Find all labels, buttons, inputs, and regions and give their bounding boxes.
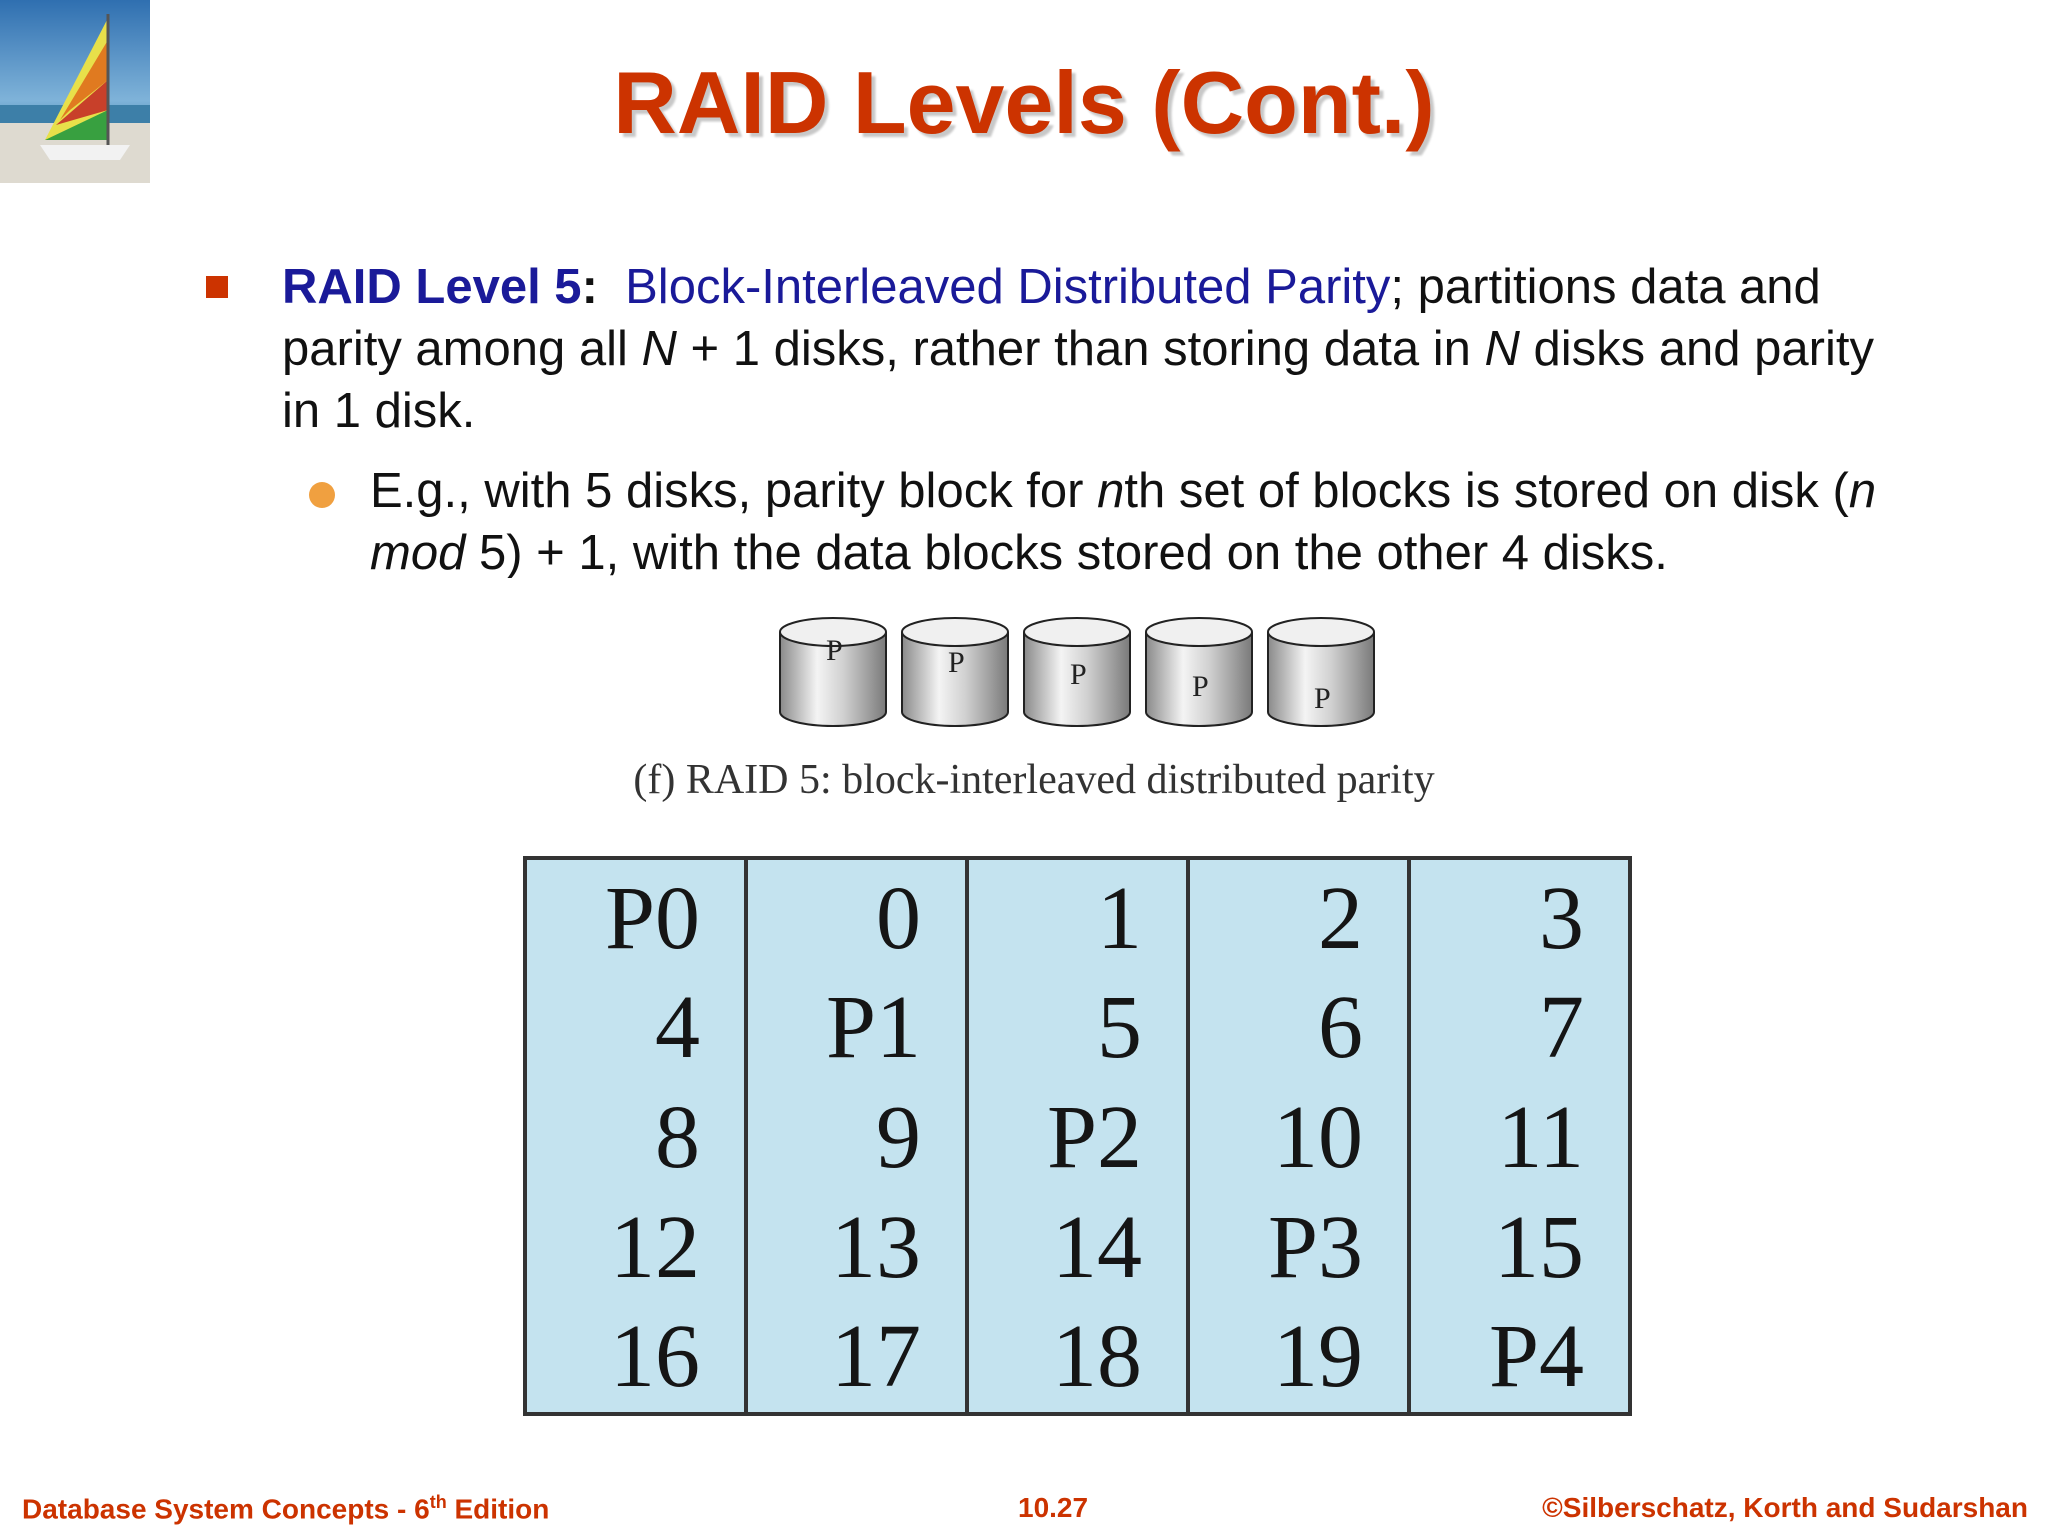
disk-parity-label: P xyxy=(1070,658,1087,691)
raid5-disk-diagram: P P P P P xyxy=(779,617,1375,727)
table-cell: 10 xyxy=(1186,1083,1411,1193)
sub-text-1: E.g., with 5 disks, parity block for xyxy=(370,464,1098,518)
table-cell: 14 xyxy=(965,1192,1190,1303)
sailboat-logo xyxy=(0,0,150,183)
bullet-text-2: + 1 disks, rather than storing data in xyxy=(676,322,1485,376)
disk-parity-label: P xyxy=(1192,670,1209,703)
bullet-text-3: disks and parity in 1 disk. xyxy=(282,322,1874,438)
table-cell: 7 xyxy=(1407,973,1632,1084)
disk-top xyxy=(901,617,1009,647)
table-cell: P4 xyxy=(1407,1302,1632,1414)
raid-level-name: Block-Interleaved Distributed Parity xyxy=(625,260,1391,314)
table-cell: P0 xyxy=(523,858,748,974)
disk-parity-label: P xyxy=(826,634,843,667)
table-cell: 19 xyxy=(1186,1302,1411,1414)
footer-copyright: ©Silberschatz, Korth and Sudarshan xyxy=(1542,1492,2028,1523)
table-cell: 12 xyxy=(523,1192,748,1303)
table-cell: 11 xyxy=(1407,1083,1632,1193)
table-cell: 18 xyxy=(965,1302,1190,1414)
table-cell: 3 xyxy=(1407,858,1632,974)
square-bullet-icon xyxy=(206,276,228,298)
disk-cylinder xyxy=(901,632,1009,727)
raid-level-term: RAID Level 5 xyxy=(282,260,582,314)
round-bullet-icon xyxy=(309,482,335,508)
table-cell: 4 xyxy=(523,973,748,1084)
sub-var-n: n xyxy=(1097,464,1125,518)
footer-left-suffix: Edition xyxy=(446,1493,550,1525)
table-cell: 15 xyxy=(1407,1192,1632,1303)
table-cell: 17 xyxy=(744,1302,969,1414)
sub-text-3: 5) + 1, with the data blocks stored on t… xyxy=(465,526,1668,578)
sub-bullet-text: E.g., with 5 disks, parity block for nth… xyxy=(370,460,1930,578)
table-cell: 5 xyxy=(965,973,1190,1084)
sub-text-2: th set of blocks is stored on disk ( xyxy=(1124,464,1849,518)
footer-page-number: 10.27 xyxy=(1018,1492,1089,1523)
table-cell: P3 xyxy=(1186,1192,1411,1303)
disk-top xyxy=(1145,617,1253,647)
table-cell: 8 xyxy=(523,1083,748,1193)
disk-parity-label: P xyxy=(1314,682,1331,715)
table-cell: P1 xyxy=(744,973,969,1084)
disk-cylinder xyxy=(1267,632,1375,727)
table-cell: 2 xyxy=(1186,858,1411,974)
disk-parity-label: P xyxy=(948,646,965,679)
disk-cylinder xyxy=(1023,632,1131,727)
table-cell: 1 xyxy=(965,858,1190,974)
footer-book-title: Database System Concepts - 6th Edition xyxy=(22,1492,549,1525)
table-cell: 9 xyxy=(744,1083,969,1193)
footer-left-sup: th xyxy=(429,1492,447,1512)
slide-title: RAID Levels (Cont.) xyxy=(613,53,1435,152)
table-cell: P2 xyxy=(965,1083,1190,1193)
disk-top xyxy=(1023,617,1131,647)
main-bullet-text: RAID Level 5: Block-Interleaved Distribu… xyxy=(282,256,1922,442)
table-cell: 16 xyxy=(523,1302,748,1414)
table-cell: 6 xyxy=(1186,973,1411,1084)
disk-cylinder xyxy=(779,632,887,727)
table-cell: 13 xyxy=(744,1192,969,1303)
var-n-2: N xyxy=(1484,322,1520,376)
figure-caption: (f) RAID 5: block-interleaved distribute… xyxy=(633,757,1435,803)
term-colon: : xyxy=(581,260,598,314)
sub-var-expr: n mod xyxy=(370,464,1877,578)
table-cell: 0 xyxy=(744,858,969,974)
disk-top xyxy=(779,617,887,647)
var-n-1: N xyxy=(641,322,677,376)
disk-top xyxy=(1267,617,1375,647)
disk-cylinder xyxy=(1145,632,1253,727)
footer-left-prefix: Database System Concepts - 6 xyxy=(22,1493,430,1525)
bullet-text-1: ; partitions data and parity among all xyxy=(282,260,1821,376)
